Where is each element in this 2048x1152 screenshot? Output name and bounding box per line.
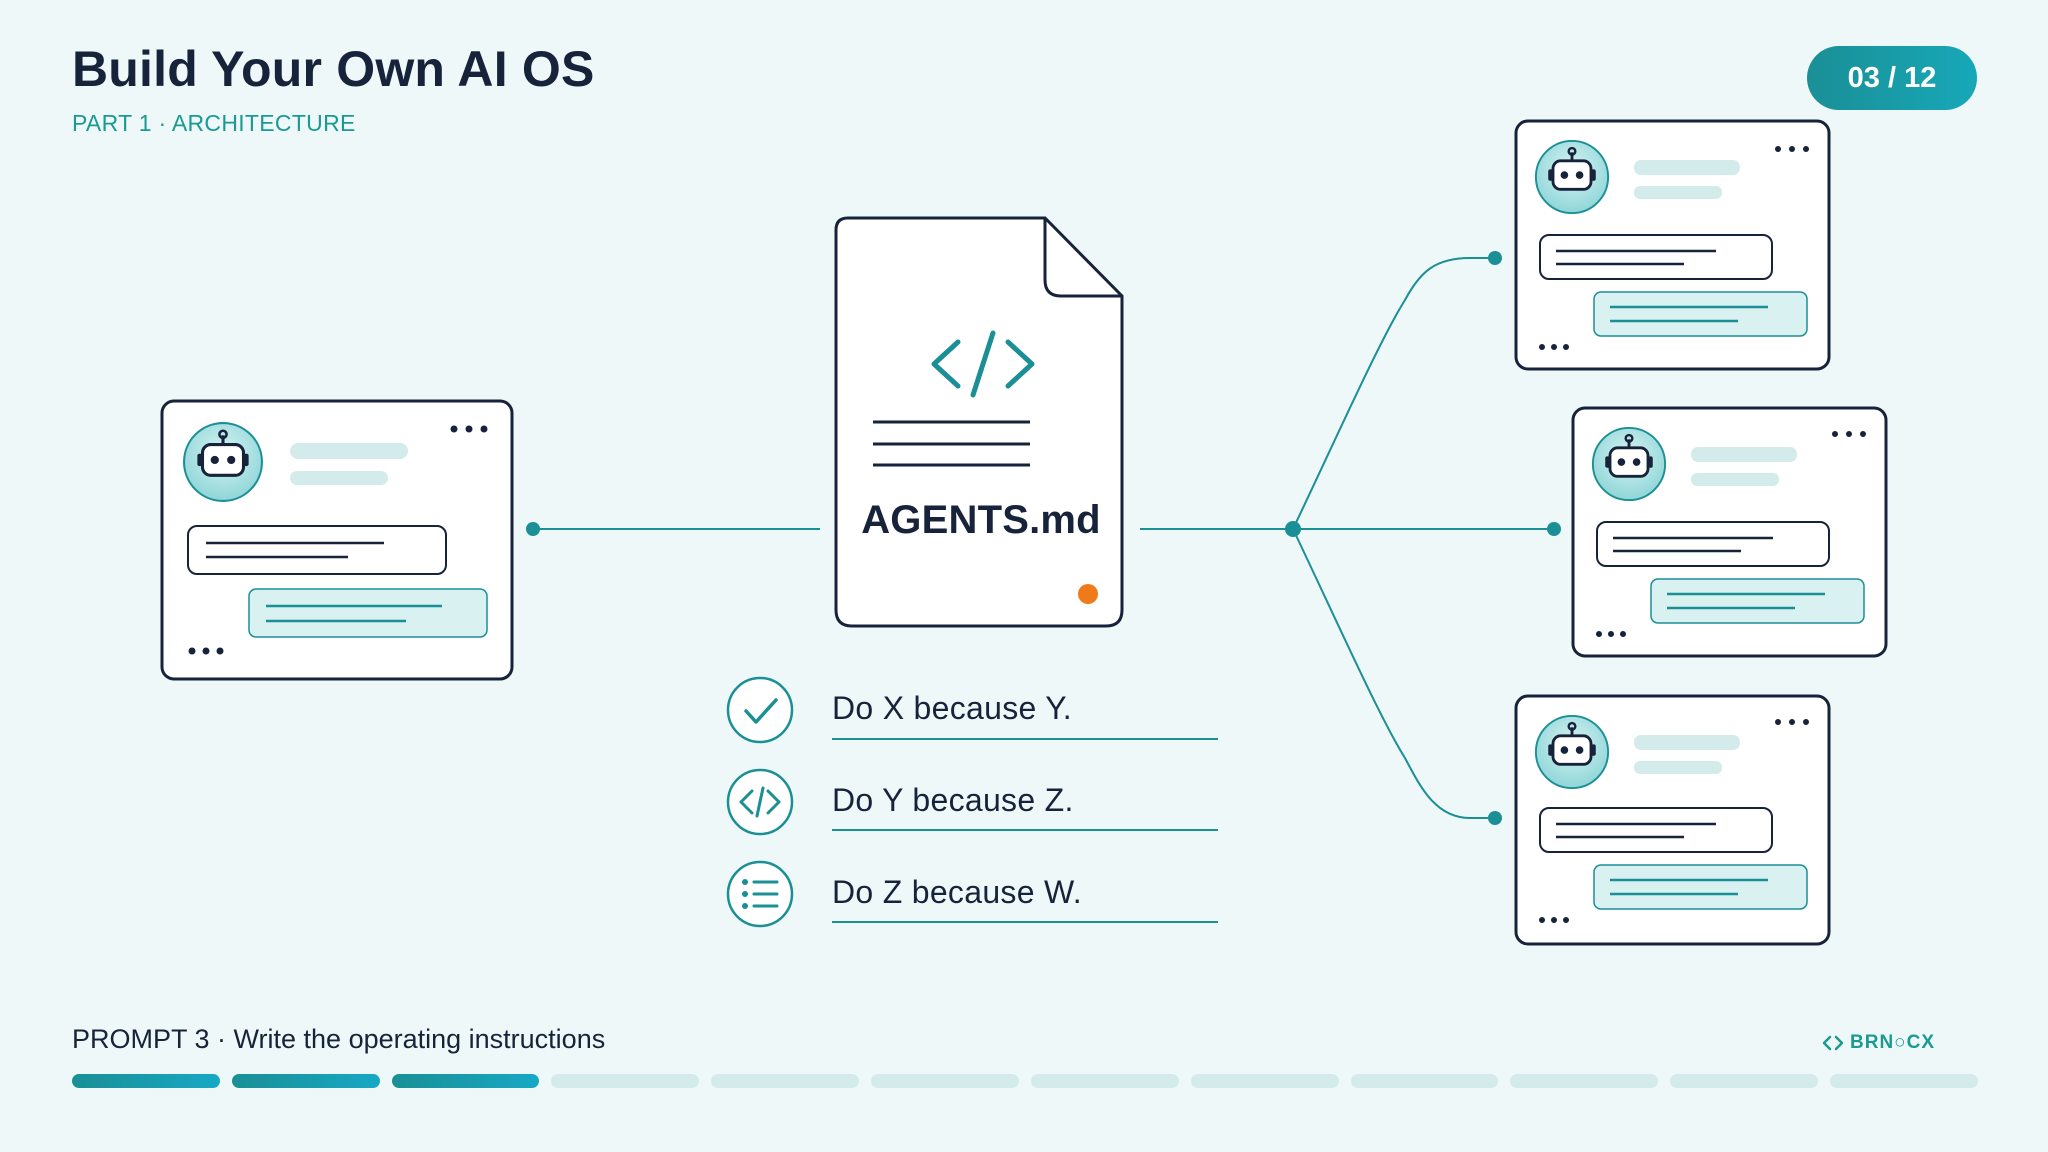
rule-text-3: Do Z because W. bbox=[832, 874, 1082, 910]
connector-node bbox=[1488, 811, 1502, 825]
rule-list-icon bbox=[726, 860, 794, 928]
progress-segment bbox=[711, 1074, 860, 1088]
progress-segment bbox=[551, 1074, 700, 1088]
connector-node bbox=[1488, 251, 1502, 265]
slide-progress-bar bbox=[72, 1074, 1978, 1088]
agent-window-middle-right bbox=[1571, 406, 1888, 658]
robot-avatar-icon bbox=[182, 421, 264, 503]
prompt-label: PROMPT 3 · Write the operating instructi… bbox=[72, 1024, 606, 1054]
progress-segment bbox=[1190, 1074, 1339, 1088]
progress-segment bbox=[1350, 1074, 1499, 1088]
hub-node bbox=[1285, 521, 1301, 537]
progress-segment bbox=[1670, 1074, 1819, 1088]
connector-node bbox=[526, 522, 540, 536]
rule-text-1: Do X because Y. bbox=[832, 690, 1072, 726]
status-dot bbox=[1078, 584, 1098, 604]
brand-logo: BRN○CX bbox=[1822, 1032, 1935, 1054]
agents-md-document bbox=[834, 216, 1124, 628]
progress-segment bbox=[72, 1074, 220, 1088]
progress-segment bbox=[231, 1074, 380, 1088]
agent-window-top-right bbox=[1514, 119, 1831, 371]
page-counter-badge: 03 / 12 bbox=[1807, 46, 1977, 110]
connector-lines bbox=[533, 257, 1554, 819]
connector-node bbox=[1547, 522, 1561, 536]
agent-window-bottom-right bbox=[1514, 694, 1831, 946]
section-subtitle: PART 1 · ARCHITECTURE bbox=[72, 110, 356, 136]
brand-chevron-icon bbox=[1822, 1035, 1844, 1051]
progress-segment bbox=[391, 1074, 540, 1088]
progress-segment bbox=[1030, 1074, 1179, 1088]
more-dots-icon bbox=[450, 425, 488, 433]
agent-window-left bbox=[160, 399, 514, 681]
document-filename: AGENTS.md bbox=[861, 498, 1101, 542]
page-title: Build Your Own AI OS bbox=[72, 41, 595, 97]
brand-name: BRN○CX bbox=[1850, 1032, 1936, 1053]
progress-segment bbox=[871, 1074, 1019, 1088]
rule-text-2: Do Y because Z. bbox=[832, 782, 1074, 818]
progress-segment bbox=[1830, 1074, 1978, 1088]
rule-check-icon bbox=[726, 676, 794, 744]
rule-code-icon bbox=[726, 768, 794, 836]
progress-segment bbox=[1510, 1074, 1659, 1088]
code-icon bbox=[931, 330, 1035, 398]
